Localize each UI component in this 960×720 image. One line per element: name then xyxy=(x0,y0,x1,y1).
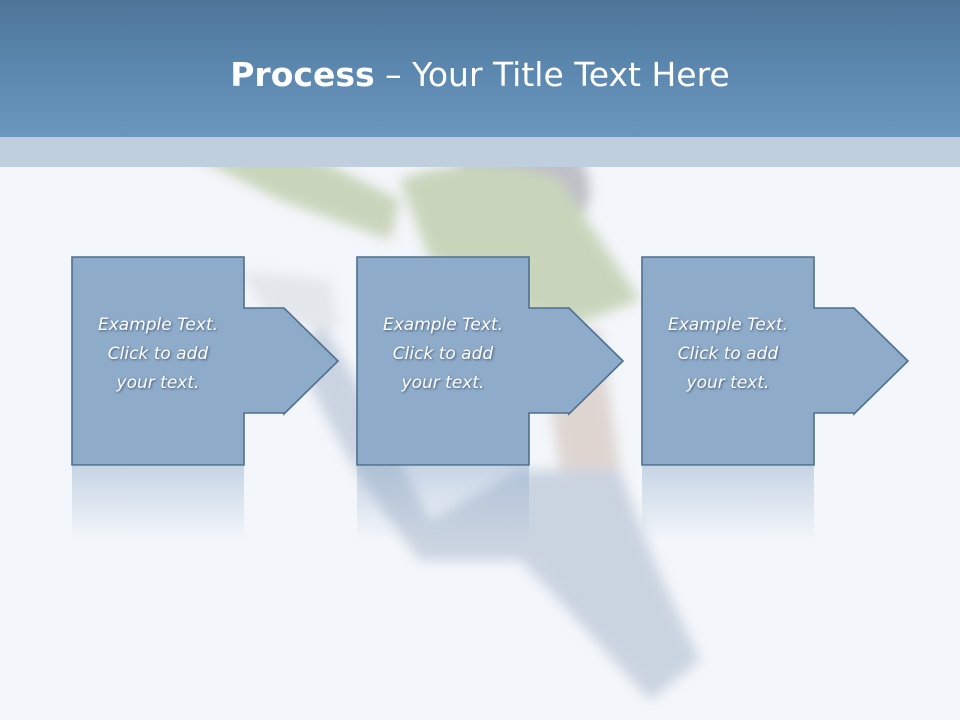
process-step-3[interactable] xyxy=(641,256,910,540)
step-1-reflection xyxy=(72,466,244,540)
step-3-line-2: Click to add xyxy=(677,344,779,364)
step-3-reflection xyxy=(642,466,814,540)
process-step-2[interactable] xyxy=(356,256,625,540)
step-3-line-1: Example Text. xyxy=(667,315,789,335)
title-header xyxy=(0,0,960,137)
step-2-text[interactable]: Example Text. Click to add your text. xyxy=(353,311,533,398)
step-2-arrow-shape xyxy=(356,256,625,466)
title-rest: – Your Title Text Here xyxy=(374,55,730,94)
title-bold: Process xyxy=(230,55,375,94)
step-3-text[interactable]: Example Text. Click to add your text. xyxy=(638,311,818,398)
slide-title[interactable]: Process – Your Title Text Here xyxy=(0,52,960,98)
header-band xyxy=(0,137,960,167)
process-step-1[interactable] xyxy=(71,256,340,540)
step-3-line-3: your text. xyxy=(686,373,770,393)
step-1-line-1: Example Text. xyxy=(97,315,219,335)
step-2-line-3: your text. xyxy=(401,373,485,393)
step-3-arrow-shape xyxy=(641,256,910,466)
step-2-line-2: Click to add xyxy=(392,344,494,364)
step-2-line-1: Example Text. xyxy=(382,315,504,335)
step-1-line-2: Click to add xyxy=(107,344,209,364)
step-1-text[interactable]: Example Text. Click to add your text. xyxy=(68,311,248,398)
step-1-line-3: your text. xyxy=(116,373,200,393)
step-1-arrow-shape xyxy=(71,256,340,466)
step-2-reflection xyxy=(357,466,529,540)
